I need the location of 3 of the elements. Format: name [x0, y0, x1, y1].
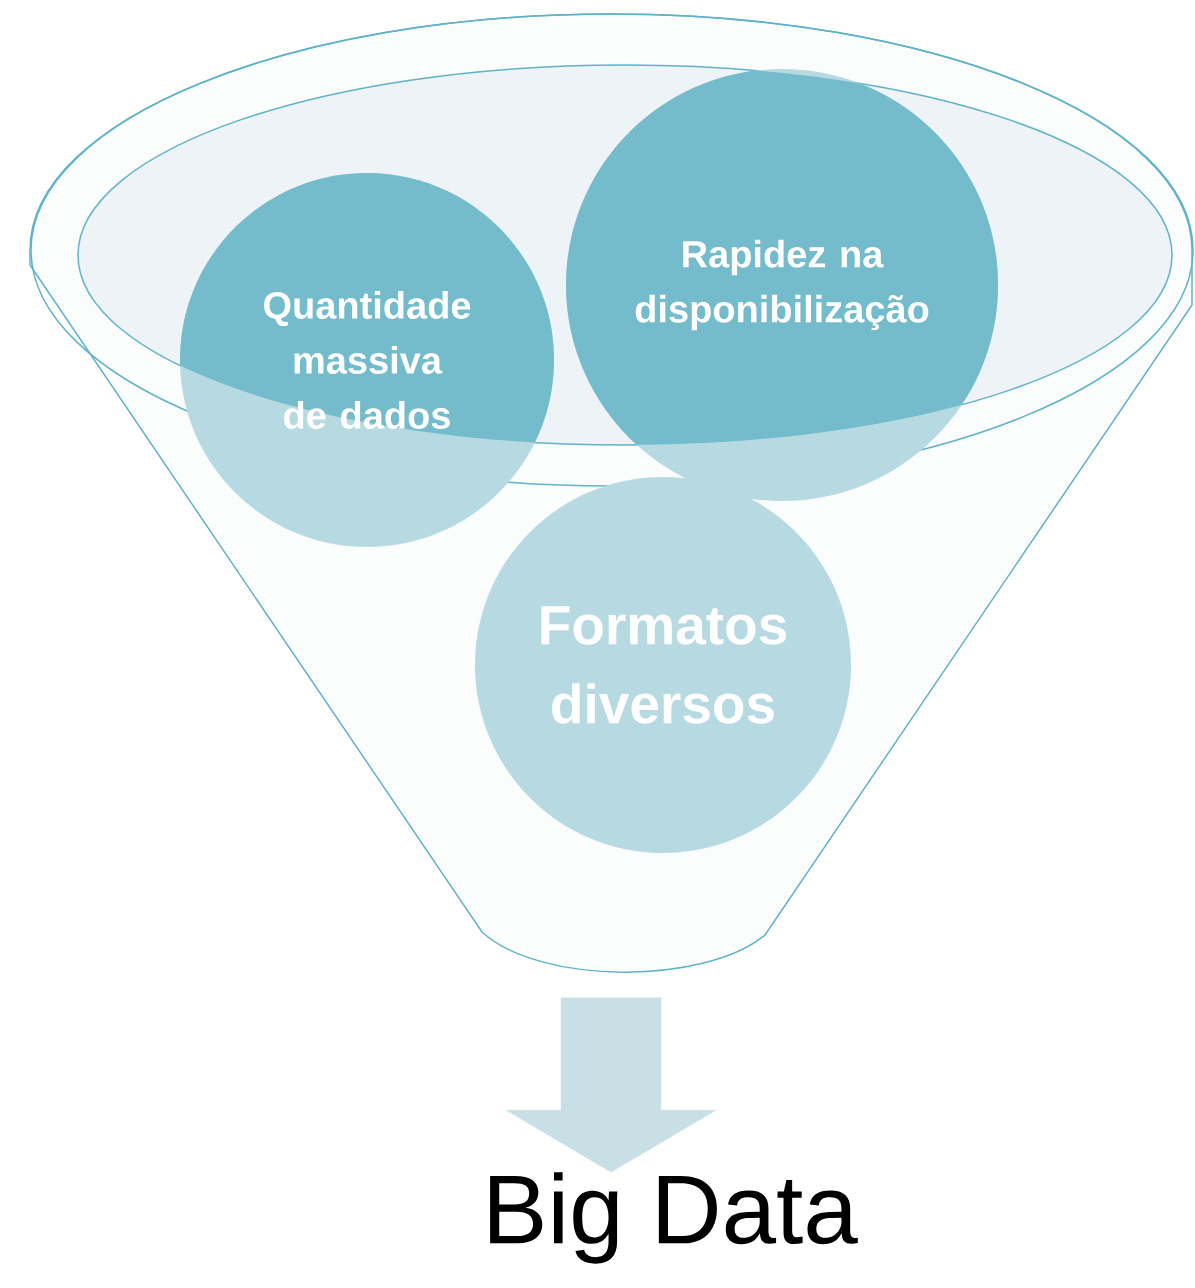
- block-arrow: [505, 997, 717, 1173]
- title-text: Big Data: [490, 1172, 858, 1264]
- node-label: Formatos diversos: [541, 606, 787, 724]
